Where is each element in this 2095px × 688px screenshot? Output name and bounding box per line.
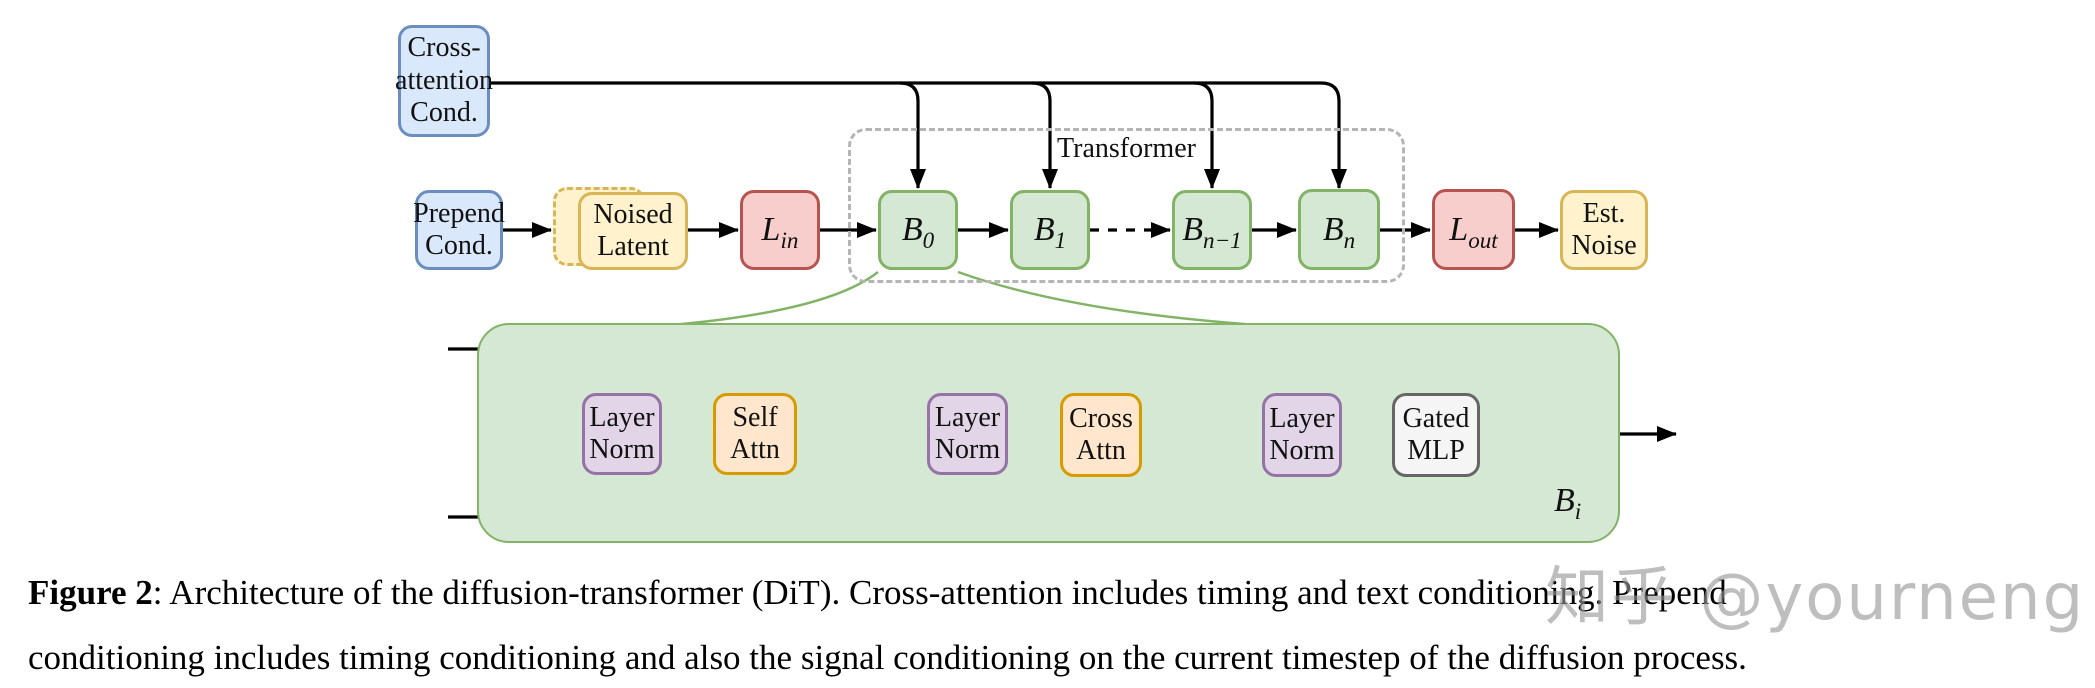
l-in-main: L (761, 211, 781, 249)
caption-line-1: Figure 2: Architecture of the diffusion-… (28, 560, 2073, 625)
b1-sub: 1 (1054, 228, 1067, 255)
label-b-i: Bi (1554, 482, 1581, 523)
l-out-main: L (1449, 210, 1469, 248)
node-layer-norm-3: Layer Norm (1262, 393, 1342, 477)
node-b1: B1 (1010, 190, 1090, 270)
node-cross-attn: Cross Attn (1060, 393, 1142, 477)
node-l-out: Lout (1432, 189, 1515, 270)
node-est-noise: Est. Noise (1560, 190, 1648, 270)
caption-label: Figure 2 (28, 573, 153, 612)
node-l-in: Lin (740, 190, 820, 270)
figure-caption: Figure 2: Architecture of the diffusion-… (28, 560, 2073, 688)
bn-main: B (1322, 210, 1344, 248)
b0-main: B (901, 211, 923, 249)
l-in-sub: in (780, 228, 799, 255)
bn-sub: n (1343, 227, 1356, 254)
watermark: 知乎 @yourneng (1545, 561, 2086, 635)
b0-sub: 0 (922, 228, 935, 255)
node-noised-latent: Noised Latent (578, 192, 688, 270)
node-cross-attention-cond: Cross- attention Cond. (395, 25, 493, 137)
node-layer-norm-1: Layer Norm (582, 393, 662, 475)
b-i-sub: i (1574, 498, 1582, 525)
l-out-sub: out (1468, 227, 1498, 254)
bn1-sub: n−1 (1203, 228, 1242, 255)
node-bn: Bn (1298, 189, 1380, 270)
node-self-attn: Self Attn (713, 393, 797, 475)
b1-main: B (1033, 211, 1055, 249)
node-gated-mlp: Gated MLP (1392, 393, 1480, 477)
caption-line-1-text: : Architecture of the diffusion-transfor… (152, 573, 1727, 612)
transformer-label: Transformer (1057, 133, 1196, 164)
b-i-main: B (1554, 482, 1575, 519)
node-prepend-cond: Prepend Cond. (413, 190, 505, 270)
caption-line-2: conditioning includes timing conditionin… (28, 638, 1747, 677)
node-bn-minus-1: Bn−1 (1172, 190, 1252, 270)
bn1-main: B (1182, 211, 1204, 249)
node-b0: B0 (878, 190, 958, 270)
node-layer-norm-2: Layer Norm (927, 393, 1008, 475)
